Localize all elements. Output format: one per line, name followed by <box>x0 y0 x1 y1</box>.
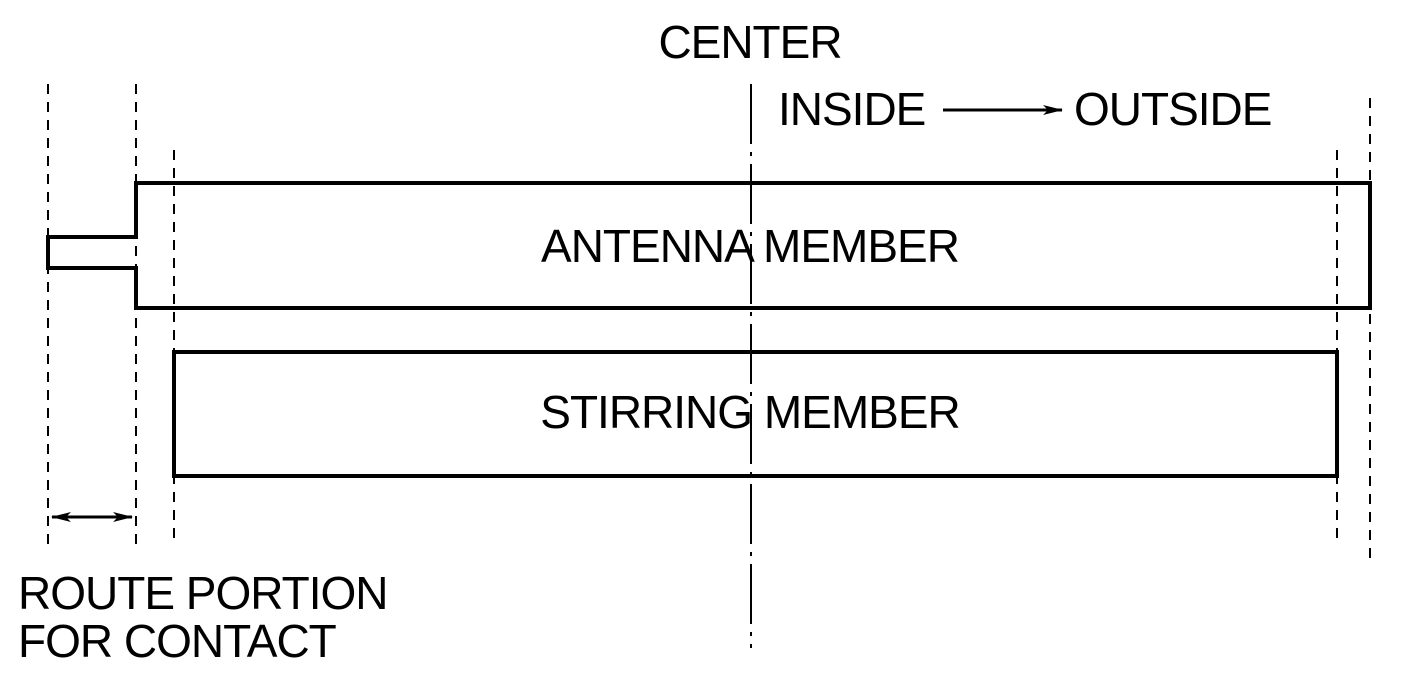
antenna-member-label: ANTENNA MEMBER <box>541 220 959 272</box>
center-label: CENTER <box>658 16 841 68</box>
route-portion-label-line2: FOR CONTACT <box>18 615 337 667</box>
route-portion-label-line1: ROUTE PORTION <box>18 567 388 619</box>
inside-label: INSIDE <box>778 83 925 135</box>
stirring-member-label: STIRRING MEMBER <box>540 386 959 438</box>
outside-label: OUTSIDE <box>1074 83 1271 135</box>
